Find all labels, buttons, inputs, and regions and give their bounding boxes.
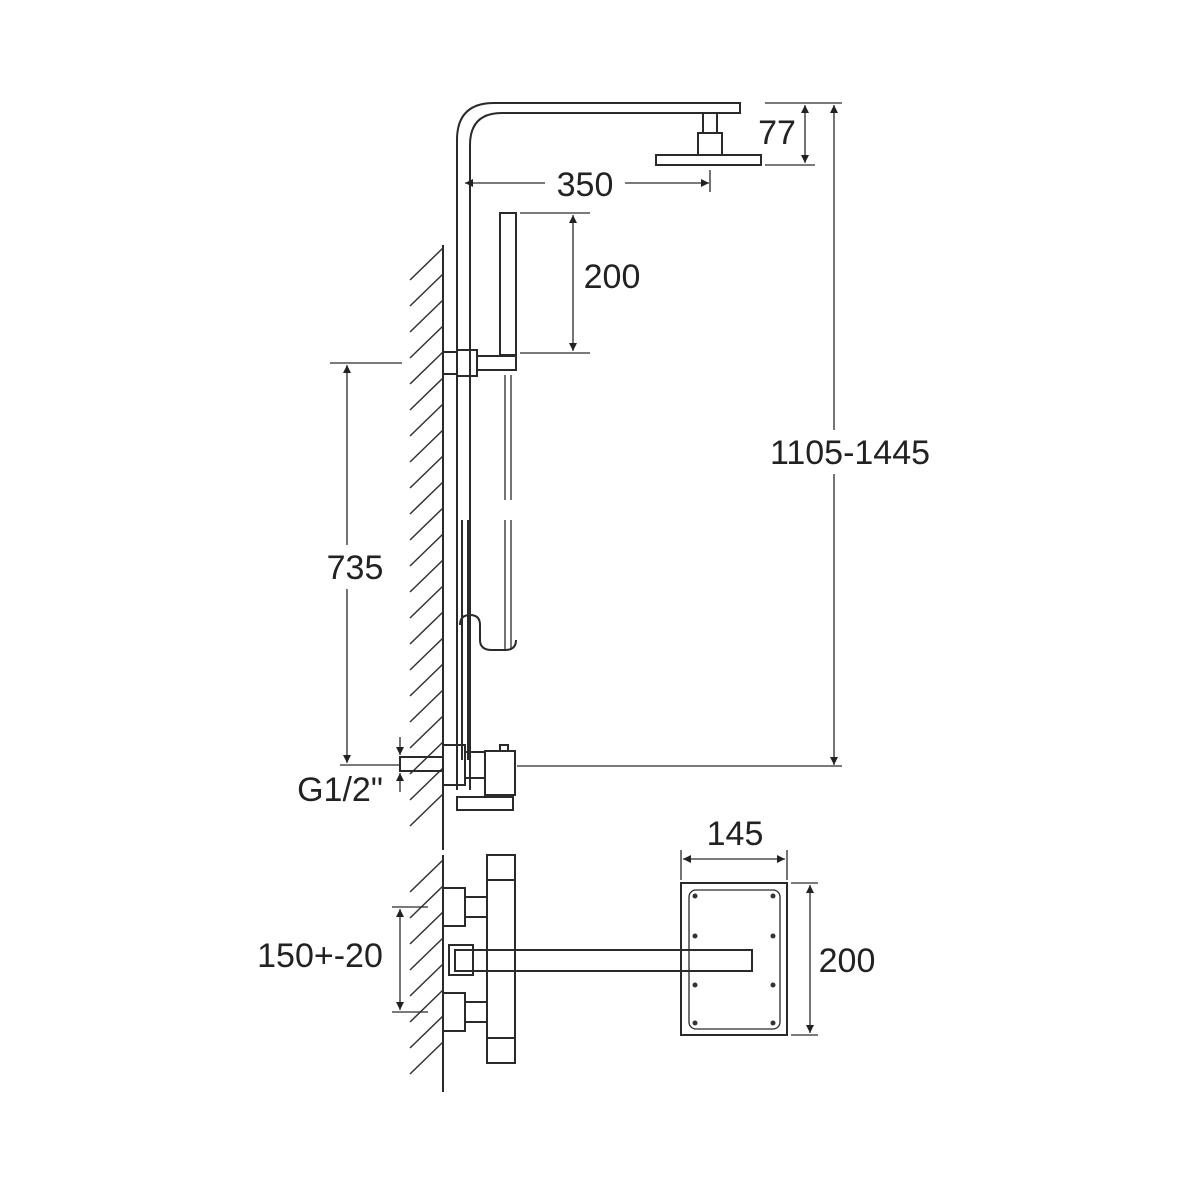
hatch-line	[409, 377, 444, 411]
hatch-line	[409, 481, 444, 515]
hand-shower	[459, 212, 517, 760]
dimension-overall-height: 1105-1445	[517, 105, 940, 767]
dimension-77: 77	[758, 102, 842, 166]
hatch-line	[409, 963, 444, 997]
shower-head-top	[454, 882, 788, 1036]
dimension-inlet-spacing: 150+-20	[257, 906, 428, 1013]
hatch-line	[409, 989, 444, 1023]
wall-bracket	[442, 349, 517, 377]
wall-top-view	[409, 855, 444, 1092]
hatch-line	[409, 533, 444, 567]
hatch-line	[409, 611, 444, 645]
dimension-350: 350	[465, 166, 711, 204]
dimension-label: 200	[584, 258, 641, 296]
dimension-200-head: 200	[791, 882, 880, 1036]
hatch-line	[409, 585, 444, 619]
hatch-line	[409, 911, 444, 945]
hatch-line	[409, 403, 444, 437]
dimension-label: 145	[707, 815, 764, 853]
mixer-valve-side	[399, 744, 516, 811]
dimension-label: 77	[758, 114, 796, 152]
hatch-line	[409, 273, 444, 307]
hatch-line	[409, 1041, 444, 1075]
hatch-line	[409, 559, 444, 593]
hatch-line	[409, 689, 444, 723]
dimension-label: 200	[819, 942, 876, 980]
dimension-145: 145	[680, 815, 788, 880]
hatch-line	[409, 885, 444, 919]
wall-side-view	[409, 245, 444, 850]
dimension-inlet-thread: G1/2"	[297, 737, 404, 809]
mixer-valve-top	[442, 854, 516, 1064]
dimension-label: 350	[557, 166, 614, 204]
dimension-200-handshower: 200	[520, 212, 641, 354]
hatch-line	[409, 351, 444, 385]
dimension-label: 735	[327, 549, 384, 587]
hatch-line	[409, 859, 444, 893]
hatch-line	[409, 637, 444, 671]
dimension-label: 150+-20	[257, 937, 383, 975]
dimension-735: 735	[318, 362, 402, 766]
hatch-line	[409, 767, 444, 801]
hatch-line	[409, 325, 444, 359]
shower-riser	[456, 102, 741, 790]
hatch-line	[409, 429, 444, 463]
hatch-line	[409, 663, 444, 697]
hatch-line	[409, 247, 444, 281]
shower-arm-top	[454, 949, 753, 972]
dimension-label: G1/2"	[297, 771, 383, 809]
hatch-line	[409, 507, 444, 541]
hatch-line	[409, 299, 444, 333]
shower-head	[655, 112, 762, 166]
hatch-line	[409, 937, 444, 971]
hatch-line	[409, 793, 444, 827]
hatch-line	[409, 1015, 444, 1049]
dimension-label: 1105-1445	[770, 434, 930, 472]
hatch-line	[409, 455, 444, 489]
hatch-line	[409, 715, 444, 749]
